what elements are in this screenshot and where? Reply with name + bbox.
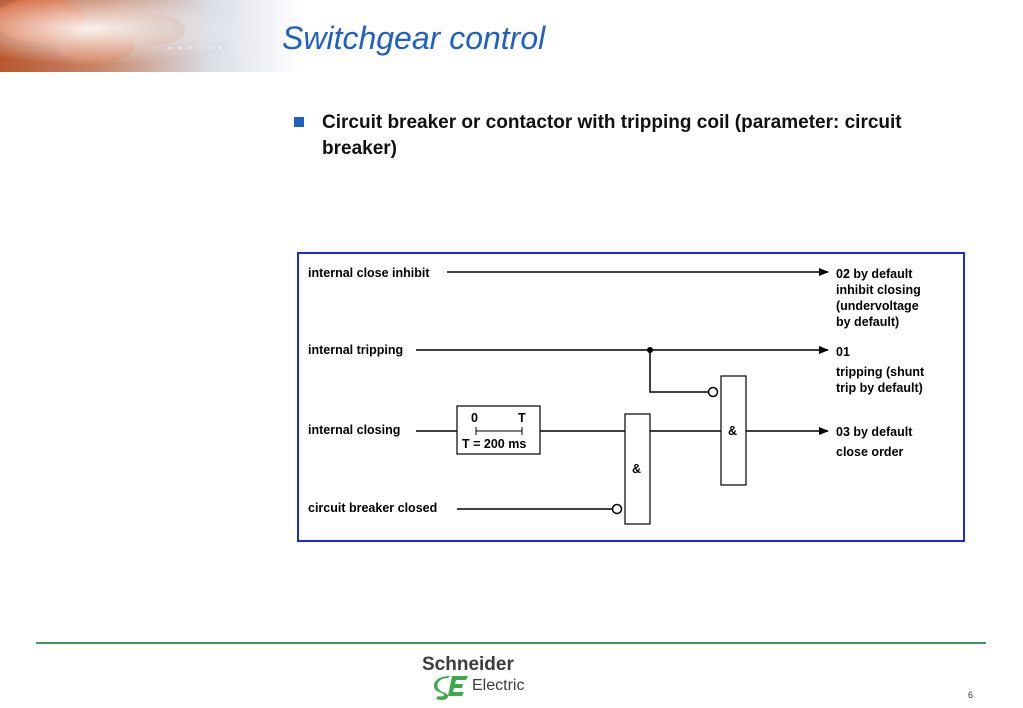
and-gate-2 — [720, 375, 747, 486]
and-gate-2-symbol: & — [728, 424, 737, 438]
bullet-item: Circuit breaker or contactor with trippi… — [294, 110, 964, 162]
diagram-frame — [297, 252, 965, 542]
input-label-close-inhibit: internal close inhibit — [308, 266, 430, 280]
inverter-bubble-cb — [611, 503, 623, 515]
header-banner-image — [0, 0, 300, 72]
logo-wordmark-schneider: Schneider — [422, 654, 514, 675]
and-gate-1-symbol: & — [632, 462, 641, 476]
input-label-cb-closed: circuit breaker closed — [308, 501, 437, 515]
footer-divider — [36, 642, 986, 644]
and-gate-1 — [624, 413, 651, 525]
logo-se-mark-icon — [434, 676, 468, 700]
output-o1-desc-2: trip by default) — [836, 381, 923, 395]
output-o1-code: 01 — [836, 345, 850, 359]
output-o2-desc-2: (undervoltage — [836, 299, 919, 313]
output-o2-code: 02 by default — [836, 267, 913, 281]
output-o3-desc-1: close order — [836, 445, 904, 459]
output-o2-desc-3: by default) — [836, 315, 899, 329]
schneider-electric-logo: Schneider Electric — [418, 652, 548, 707]
logo-wordmark-electric: Electric — [472, 677, 524, 694]
signal-line-tripping-branch — [649, 350, 709, 393]
page-number: 6 — [968, 690, 974, 700]
input-label-tripping: internal tripping — [308, 343, 403, 357]
input-label-closing: internal closing — [308, 423, 400, 437]
output-o1-desc-1: tripping (shunt — [836, 365, 925, 379]
slide-title: Switchgear control — [282, 20, 546, 56]
timer-end-label: T — [518, 411, 526, 425]
timer-block — [456, 405, 541, 455]
output-o3-code: 03 by default — [836, 425, 913, 439]
timer-setting-label: T = 200 ms — [462, 437, 526, 451]
timer-start-label: 0 — [471, 411, 478, 425]
output-o2-desc-1: inhibit closing — [836, 283, 921, 297]
square-bullet-icon — [294, 117, 304, 127]
inverter-bubble-trip — [707, 386, 719, 398]
bullet-text: Circuit breaker or contactor with trippi… — [322, 112, 902, 159]
